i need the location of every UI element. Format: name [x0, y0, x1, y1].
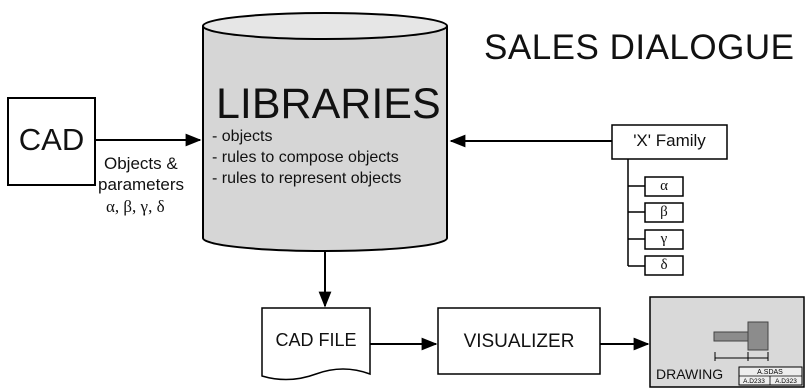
stamp-right-text: A.D323: [775, 378, 797, 385]
stamp-left-text: A.D233: [743, 378, 765, 385]
drawing-panel: [649, 296, 805, 388]
libraries-item-represent: - rules to represent objects: [212, 170, 402, 187]
libraries-item-compose: - rules to compose objects: [212, 149, 399, 166]
family-tree: [611, 124, 728, 276]
libraries-cylinder: [202, 12, 448, 252]
family-label: 'X' Family: [633, 131, 706, 150]
libraries-item-objects: - objects: [212, 128, 273, 145]
family-member-alpha: α: [660, 178, 668, 194]
libraries-title: LIBRARIES: [216, 80, 441, 128]
family-member-beta: β: [660, 204, 668, 220]
drawing-part-shaft: [713, 331, 749, 342]
cad-file-document: [261, 307, 371, 381]
cad-box: [7, 97, 96, 186]
stamp-top-text: A.SDAS: [757, 369, 783, 376]
family-member-gamma: γ: [660, 231, 668, 247]
drawing-part-head: [747, 321, 769, 351]
drawing-label: DRAWING: [656, 366, 724, 382]
family-box: [611, 124, 728, 160]
cad-label: CAD: [18, 122, 85, 157]
visualizer-box: [437, 307, 601, 375]
inputs-label-line2: parameters: [98, 175, 184, 194]
family-member-box-gamma: [644, 229, 684, 250]
cad-file-label: CAD FILE: [275, 330, 357, 350]
family-member-box-beta: [644, 202, 684, 223]
diagram-title: SALES DIALOGUE: [484, 28, 795, 67]
family-member-box-delta: [644, 255, 684, 276]
family-member-delta: δ: [660, 257, 668, 273]
visualizer-label: VISUALIZER: [463, 331, 575, 352]
inputs-params-greek: α, β, γ, δ: [106, 197, 165, 216]
family-member-box-alpha: [644, 176, 684, 197]
inputs-label-line1: Objects &: [104, 154, 178, 173]
